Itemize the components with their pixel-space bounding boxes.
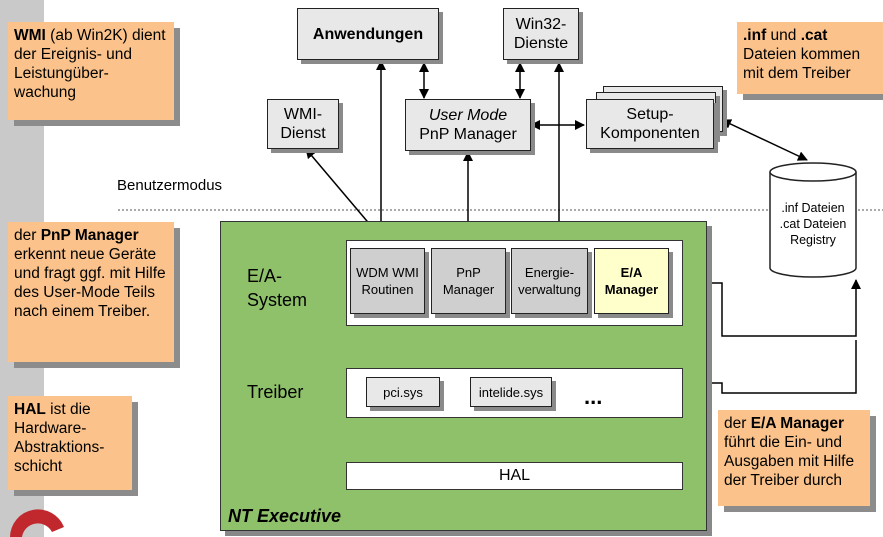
- note-hal-text: ist die Hardware-Abstraktions-schicht: [14, 401, 105, 475]
- note-ea-manager: der E/A Manager führt die Ein- und Ausga…: [718, 410, 870, 506]
- db-label-line3: Registry: [790, 233, 836, 247]
- note-ea-bold: E/A Manager: [750, 415, 845, 432]
- ea-manager-line1: E/A: [620, 265, 643, 280]
- note-inf-bold1: .inf: [743, 27, 767, 44]
- note-ea-pre: der: [724, 415, 751, 432]
- label-nt-executive: NT Executive: [228, 506, 342, 526]
- note-wmi-text: (ab Win2K) dient der Ereignis- und Leist…: [14, 27, 166, 101]
- box-ea-manager: E/A Manager: [594, 248, 669, 314]
- box-intelide-sys: intelide.sys: [470, 377, 552, 407]
- box-pci-sys: pci.sys: [366, 377, 440, 407]
- hal-label: HAL: [498, 467, 531, 484]
- label-ea-system: E/A- System: [247, 264, 307, 312]
- label-benutzermodus: Benutzermodus: [117, 177, 223, 194]
- pci-sys-label: pci.sys: [383, 384, 423, 400]
- energie-line1: Energie-: [524, 265, 575, 280]
- box-energieverwaltung: Energie-verwaltung: [511, 248, 588, 314]
- box-wmi-dienst-line2: Dienst: [280, 125, 326, 142]
- note-hal-bold: HAL: [14, 401, 46, 418]
- box-wmi-dienst: WMI- Dienst: [267, 99, 339, 149]
- note-pnp-pre: der: [14, 227, 41, 244]
- note-pnp-bold: PnP Manager: [40, 227, 139, 244]
- label-ea-system-line2: System: [247, 290, 308, 310]
- box-setup-komponenten: Setup- Komponenten: [586, 99, 714, 149]
- wdm-line2: Routinen: [361, 282, 414, 297]
- note-wmi: WMI (ab Win2K) dient der Ereignis- und L…: [8, 22, 174, 120]
- note-inf: .inf und .cat Dateien kommen mit dem Tre…: [737, 22, 883, 94]
- note-hal: HAL ist die Hardware-Abstraktions-schich…: [8, 396, 132, 490]
- box-anwendungen: Anwendungen: [297, 8, 439, 60]
- db-label-line1: .inf Dateien: [781, 201, 845, 215]
- intelide-sys-label: intelide.sys: [478, 384, 544, 400]
- note-pnp-text: erkennt neue Geräte und fragt ggf. mit H…: [14, 246, 166, 320]
- treiber-ellipsis: ...: [584, 384, 603, 409]
- note-wmi-bold: WMI: [14, 27, 46, 44]
- box-win32-line1: Win32-: [515, 16, 567, 33]
- box-user-mode-italic: User Mode: [428, 107, 508, 124]
- note-ea-text: führt die Ein- und Ausgaben mit Hilfe de…: [724, 434, 855, 489]
- box-user-mode-pnp-label: PnP Manager: [419, 126, 517, 143]
- box-wdm-wmi: WDM WMI Routinen: [350, 248, 425, 314]
- ea-manager-line2: Manager: [604, 282, 659, 297]
- box-pnp-manager: PnP Manager: [431, 248, 506, 314]
- box-setup-line2: Komponenten: [600, 125, 700, 142]
- label-ea-system-line1: E/A-: [247, 266, 283, 286]
- label-treiber: Treiber: [247, 382, 304, 402]
- note-pnp: der PnP Manager erkennt neue Geräte und …: [8, 222, 174, 362]
- box-wmi-dienst-line1: WMI-: [283, 106, 323, 123]
- box-win32-line2: Dienste: [513, 35, 569, 52]
- energie-line2: verwaltung: [518, 282, 581, 297]
- wdm-line1: WDM WMI: [356, 265, 419, 280]
- note-inf-mid: und: [766, 27, 801, 44]
- pnp-line1: PnP: [456, 265, 481, 280]
- db-label-line2: .cat Dateien: [779, 217, 847, 231]
- box-anwendungen-label: Anwendungen: [312, 25, 424, 43]
- note-inf-text: Dateien kommen mit dem Treiber: [743, 46, 861, 82]
- database-label: .inf Dateien .cat Dateien Registry: [770, 200, 856, 248]
- note-inf-bold2: .cat: [800, 27, 828, 44]
- logo-fragment: [10, 509, 64, 537]
- pnp-line2: Manager: [442, 282, 495, 297]
- box-hal: HAL: [346, 462, 683, 490]
- box-setup-line1: Setup-: [626, 106, 674, 123]
- box-win32-dienste: Win32- Dienste: [503, 8, 579, 60]
